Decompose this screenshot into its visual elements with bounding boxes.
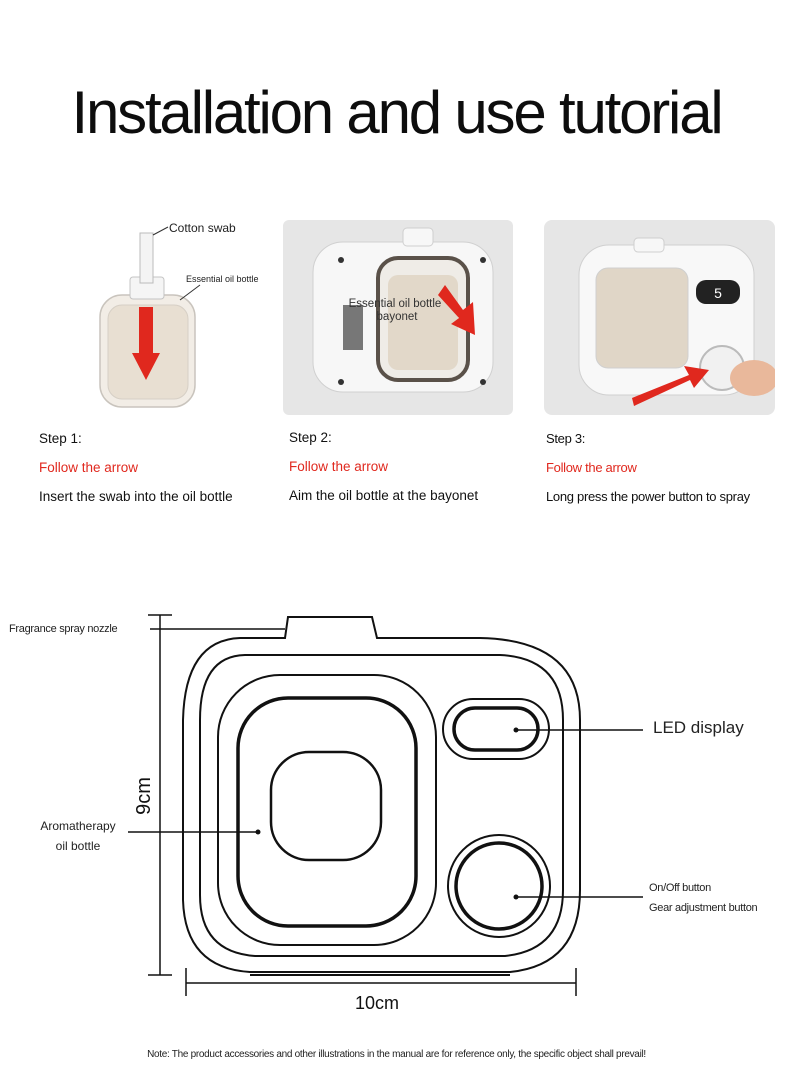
step3-illustration: 5 xyxy=(544,220,775,415)
step1-illustration: Cotton swab Essential oil bottle xyxy=(99,221,259,408)
step2-illustration: Essential oil bottle bayonet xyxy=(283,220,513,415)
bottle-label: Aromatherapy oil bottle xyxy=(28,816,128,856)
step2-arrow-hint: Follow the arrow xyxy=(289,459,389,474)
device-diagram: 9cm 10cm xyxy=(128,614,643,1013)
width-dimension: 10cm xyxy=(355,993,399,1013)
page-title: Installation and use tutorial xyxy=(71,79,724,146)
bottle-label-line1: Aromatherapy xyxy=(40,819,116,833)
button-label-line2: Gear adjustment button xyxy=(649,902,758,914)
step3-number: Step 3: xyxy=(546,431,586,446)
step3-text: Step 3: Follow the arrow Long press the … xyxy=(546,424,750,511)
bottle-label-line2: oil bottle xyxy=(55,839,101,853)
step1-description: Insert the swab into the oil bottle xyxy=(39,489,233,504)
oil-bottle-label: Essential oil bottle xyxy=(186,274,259,284)
led-label: LED display xyxy=(653,718,744,737)
cotton-swab-label: Cotton swab xyxy=(169,221,236,235)
step1-arrow-hint: Follow the arrow xyxy=(39,460,139,475)
button-label: On/Off button Gear adjustment button xyxy=(649,878,758,918)
display-digit: 5 xyxy=(714,285,722,301)
step2-description: Aim the oil bottle at the bayonet xyxy=(289,488,479,503)
step2-number: Step 2: xyxy=(289,430,332,445)
footer-note: Note: The product accessories and other … xyxy=(147,1049,646,1060)
step3-description: Long press the power button to spray xyxy=(546,489,750,504)
bayonet-label-line2: bayonet xyxy=(377,311,419,323)
step2-text: Step 2: Follow the arrow Aim the oil bot… xyxy=(289,423,478,510)
step3-arrow-hint: Follow the arrow xyxy=(546,460,637,475)
step1-text: Step 1: Follow the arrow Insert the swab… xyxy=(39,424,233,511)
button-label-line1: On/Off button xyxy=(649,882,711,894)
nozzle-label: Fragrance spray nozzle xyxy=(9,623,118,635)
height-dimension: 9cm xyxy=(133,777,155,815)
bayonet-label-line1: Essential oil bottle xyxy=(349,298,442,310)
step1-number: Step 1: xyxy=(39,431,82,446)
